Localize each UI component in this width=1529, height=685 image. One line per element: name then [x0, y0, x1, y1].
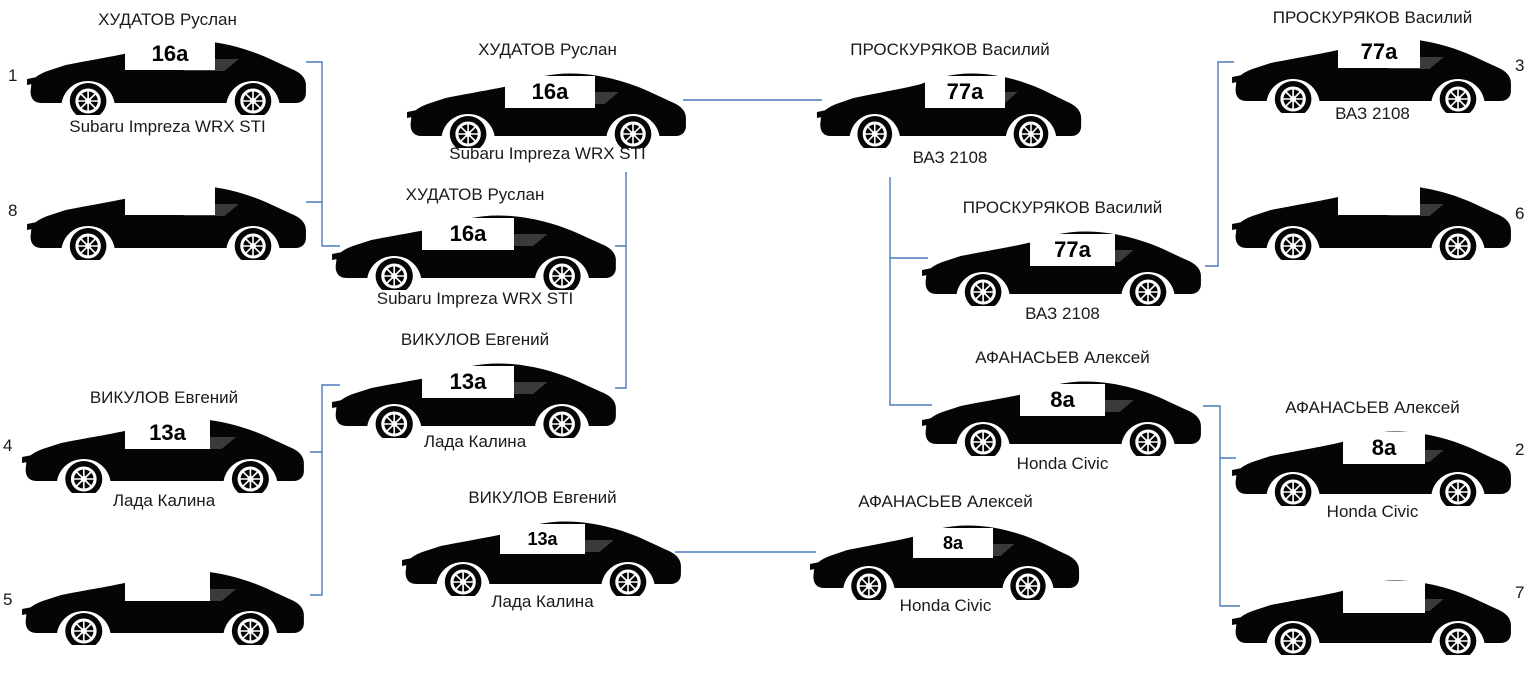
driver-name: ПРОСКУРЯКОВ Василий: [850, 40, 1050, 59]
bracket-entry-s7: [1230, 555, 1515, 685]
car-model: Honda Civic: [899, 596, 992, 615]
seed-number: 3: [1515, 56, 1525, 75]
car-number-plate: 13a: [422, 366, 514, 398]
driver-name: ПРОСКУРЯКОВ Василий: [962, 198, 1163, 217]
car-model: Лада Калина: [491, 592, 594, 611]
seed-number: 7: [1515, 583, 1525, 602]
car-model: Subaru Impreza WRX STI: [69, 117, 266, 136]
seed-number: 4: [3, 436, 13, 455]
connector-s2-s7: [1203, 405, 1240, 607]
car-number-plate: 16a: [505, 76, 595, 108]
connector-right-qf: [889, 177, 932, 406]
car-number-plate: 13a: [500, 524, 585, 554]
seed-number: 2: [1515, 440, 1525, 459]
connector-s3-s6: [1205, 61, 1234, 267]
driver-name: ВИКУЛОВ Евгений: [400, 330, 550, 349]
car-model: ВАЗ 2108: [1025, 304, 1100, 323]
driver-name: ПРОСКУРЯКОВ Василий: [1272, 8, 1473, 27]
bracket-lines: [306, 61, 1240, 607]
connector-s4-s5: [310, 384, 340, 596]
car-model: Лада Калина: [423, 432, 527, 451]
driver-name: ВИКУЛОВ Евгений: [89, 388, 239, 407]
car-model: Honda Civic: [1326, 502, 1419, 521]
car-number-plate: 8a: [1343, 432, 1425, 464]
driver-name: АФАНАСЬЕВ Алексей: [1285, 398, 1460, 417]
car-model: ВАЗ 2108: [1335, 104, 1410, 123]
seed-number: 5: [3, 590, 13, 609]
car-model: Subaru Impreza WRX STI: [449, 144, 646, 163]
car-number-plate: 77a: [925, 76, 1005, 108]
car-number-plate: 8a: [913, 528, 993, 558]
seed-number: 8: [8, 201, 18, 220]
driver-name: АФАНАСЬЕВ Алексей: [858, 492, 1033, 511]
bracket-entry-s5: [20, 550, 308, 680]
car-number-plate: [125, 569, 210, 601]
bracket-entry-s6: [1230, 162, 1515, 292]
driver-name: ХУДАТОВ Руслан: [478, 40, 617, 59]
car-number-plate: 77a: [1030, 234, 1115, 266]
car-model: Лада Калина: [112, 491, 216, 510]
driver-name: ХУДАТОВ Руслан: [405, 185, 545, 204]
car-model: Subaru Impreza WRX STI: [376, 289, 574, 308]
seed-number: 6: [1515, 204, 1525, 223]
car-number-plate: 13a: [125, 417, 210, 449]
car-number-plate: [1343, 581, 1425, 613]
car-model: ВАЗ 2108: [912, 148, 988, 167]
connector-s1-s8: [306, 61, 340, 247]
bracket-entry-s8: [25, 155, 310, 285]
car-number-plate: 16a: [125, 38, 215, 70]
driver-name: АФАНАСЬЕВ Алексей: [975, 348, 1150, 367]
car-number-plate: 77a: [1338, 36, 1420, 68]
driver-name: ВИКУЛОВ Евгений: [468, 488, 617, 507]
car-model: Honda Civic: [1016, 454, 1109, 473]
seed-number: 1: [8, 66, 18, 85]
driver-name: ХУДАТОВ Руслан: [98, 10, 237, 29]
car-number-plate: [125, 183, 215, 215]
car-number-plate: 8a: [1020, 384, 1105, 416]
car-number-plate: 16a: [422, 218, 514, 250]
connector-qf-to-sf: [615, 172, 627, 389]
car-number-plate: [1338, 183, 1420, 215]
